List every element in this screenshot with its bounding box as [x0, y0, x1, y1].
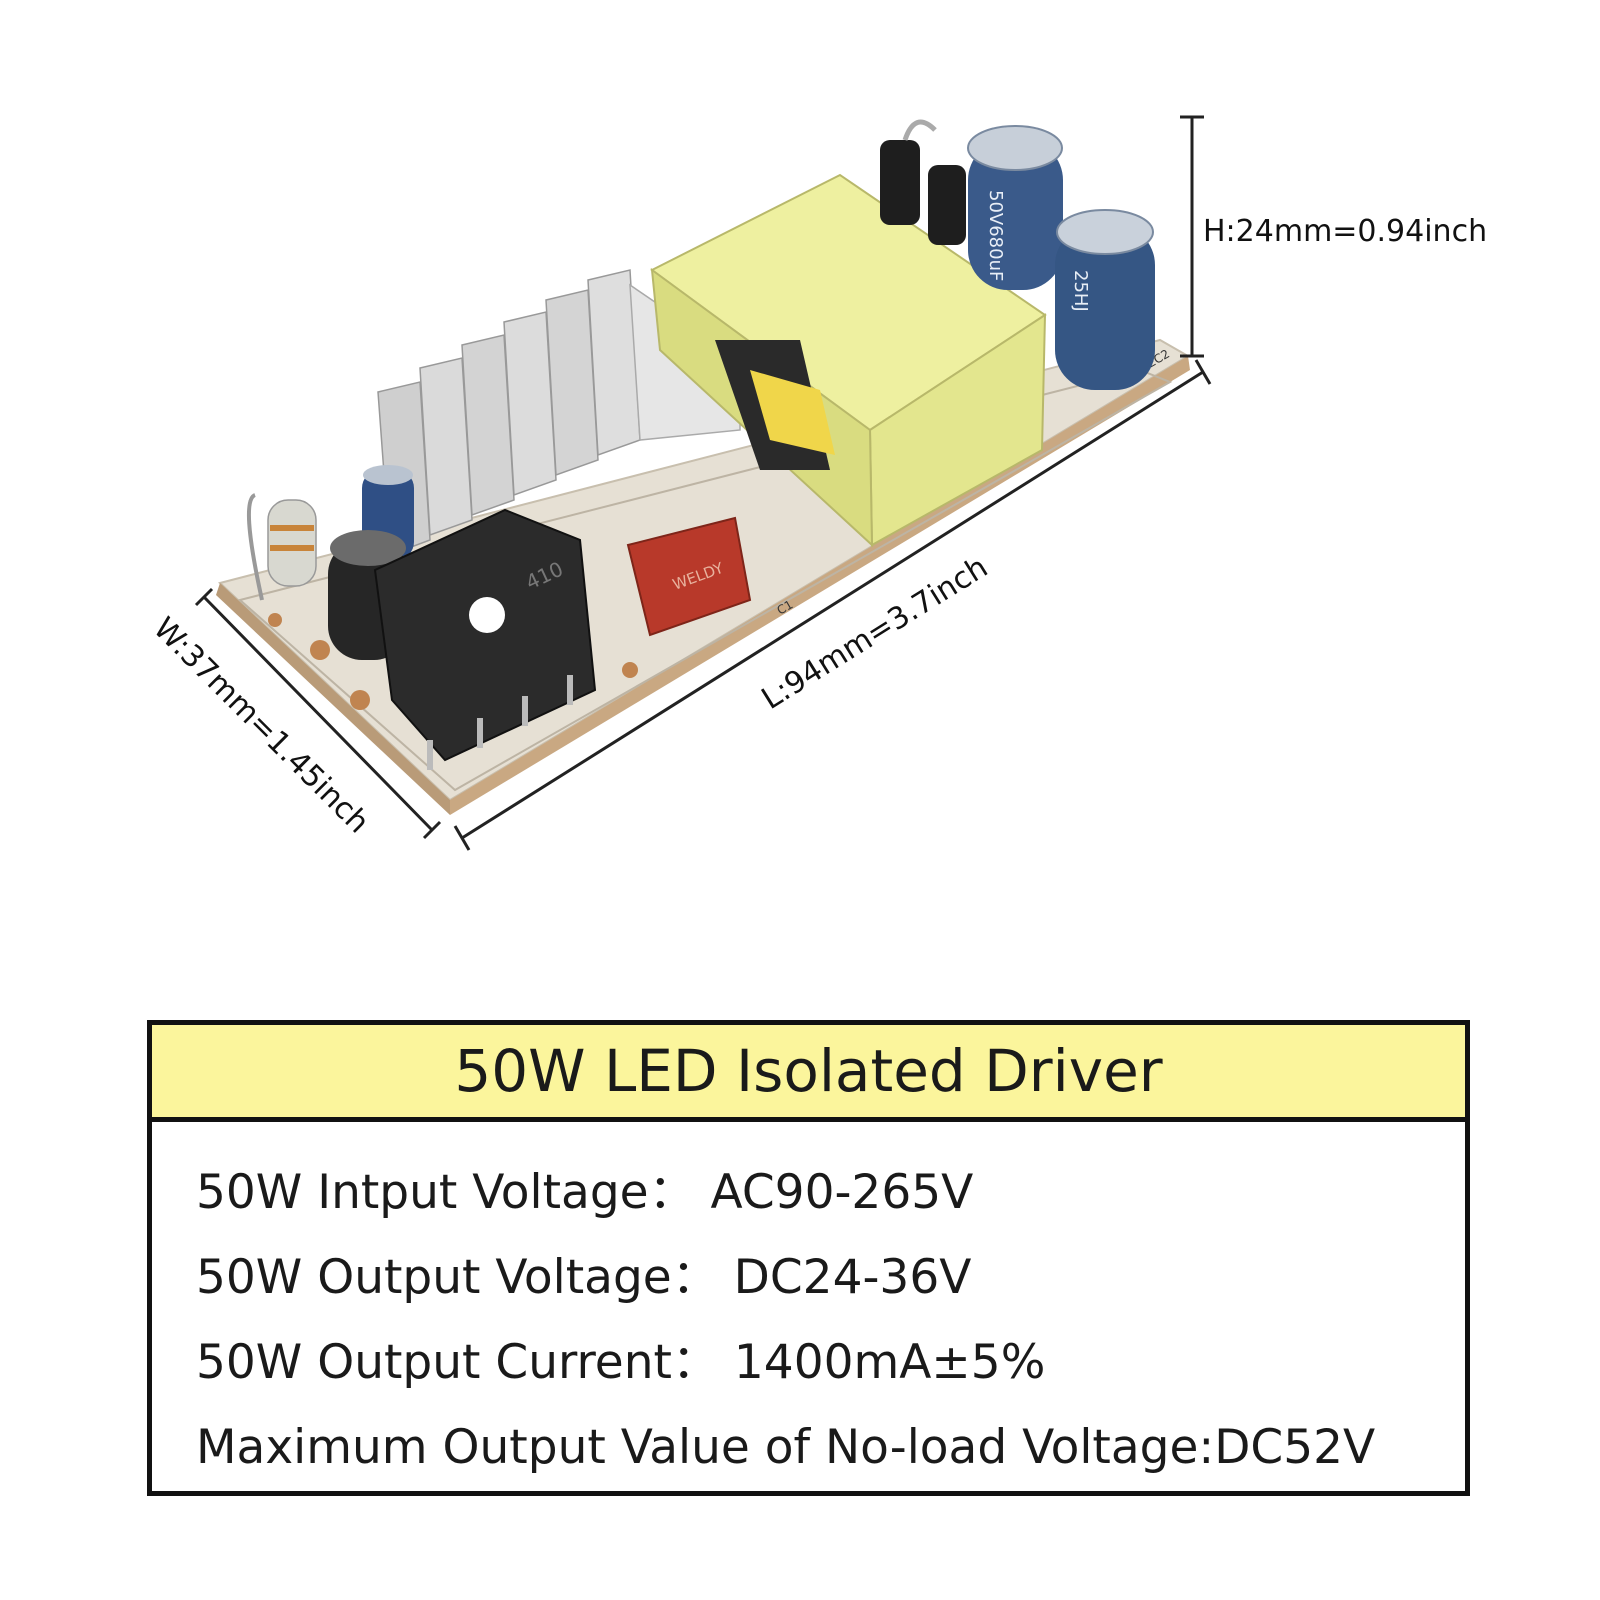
transformer	[650, 173, 1047, 548]
spec-row-input-voltage: 50W Intput Voltage： AC90-265V	[196, 1165, 974, 1220]
capacitor-top-label: 50V680uF	[985, 190, 1006, 281]
capacitor-large: 50V680uF	[967, 125, 1063, 290]
spec-table: 50W LED Isolated Driver 50W Intput Volta…	[147, 1020, 1470, 1496]
spec-title: 50W LED Isolated Driver	[152, 1025, 1465, 1122]
product-illustration: C1 EC2 50V680uF 25HJ	[146, 115, 1487, 851]
spec-row-output-current: 50W Output Current： 1400mA±5%	[196, 1335, 1046, 1390]
height-label: H:24mm=0.94inch	[1203, 214, 1487, 249]
capacitor-right-label: 25HJ	[1070, 270, 1091, 312]
silk-c1: C1	[775, 597, 796, 617]
height-dimension: H:24mm=0.94inch	[1180, 115, 1487, 358]
heatsink	[377, 269, 741, 557]
diodes	[880, 119, 966, 245]
bridge-rectifier: 410	[373, 508, 597, 770]
resistor	[246, 493, 317, 601]
spec-list: 50W Intput Voltage： AC90-265V 50W Output…	[152, 1122, 1465, 1490]
capacitor-small: 25HJ	[1055, 209, 1155, 390]
spec-row-output-voltage: 50W Output Voltage： DC24-36V	[196, 1250, 972, 1305]
film-capacitor: WELDY	[626, 516, 752, 637]
spec-row-no-load-voltage: Maximum Output Value of No-load Voltage:…	[196, 1420, 1376, 1475]
